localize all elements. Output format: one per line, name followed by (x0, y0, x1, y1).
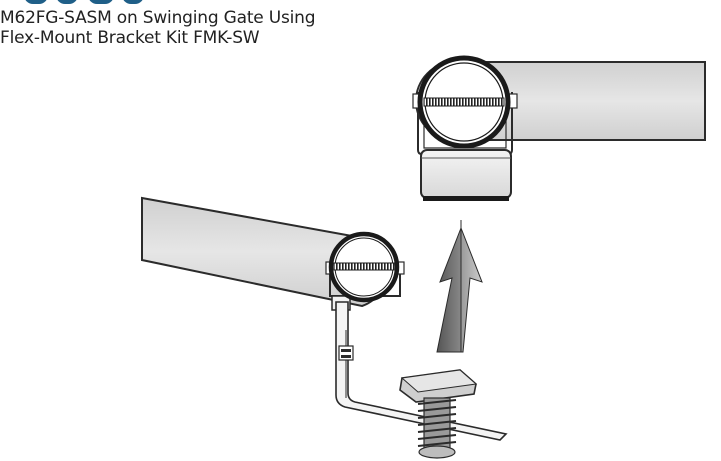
title-remnant (0, 0, 240, 6)
upper-clamp-ring (417, 55, 511, 149)
lower-clamp-ring (328, 231, 400, 303)
threaded-bolt-icon (399, 369, 478, 459)
sensor-box (420, 149, 512, 201)
caption-line-2: Flex-Mount Bracket Kit FMK-SW (0, 28, 260, 48)
flex-mount-bracket (335, 301, 508, 441)
caption-line-1: M62FG-SASM on Swinging Gate Using (0, 8, 316, 28)
upward-arrow-icon (436, 220, 483, 353)
figure-caption: M62FG-SASM on Swinging Gate Using Flex-M… (0, 8, 316, 48)
